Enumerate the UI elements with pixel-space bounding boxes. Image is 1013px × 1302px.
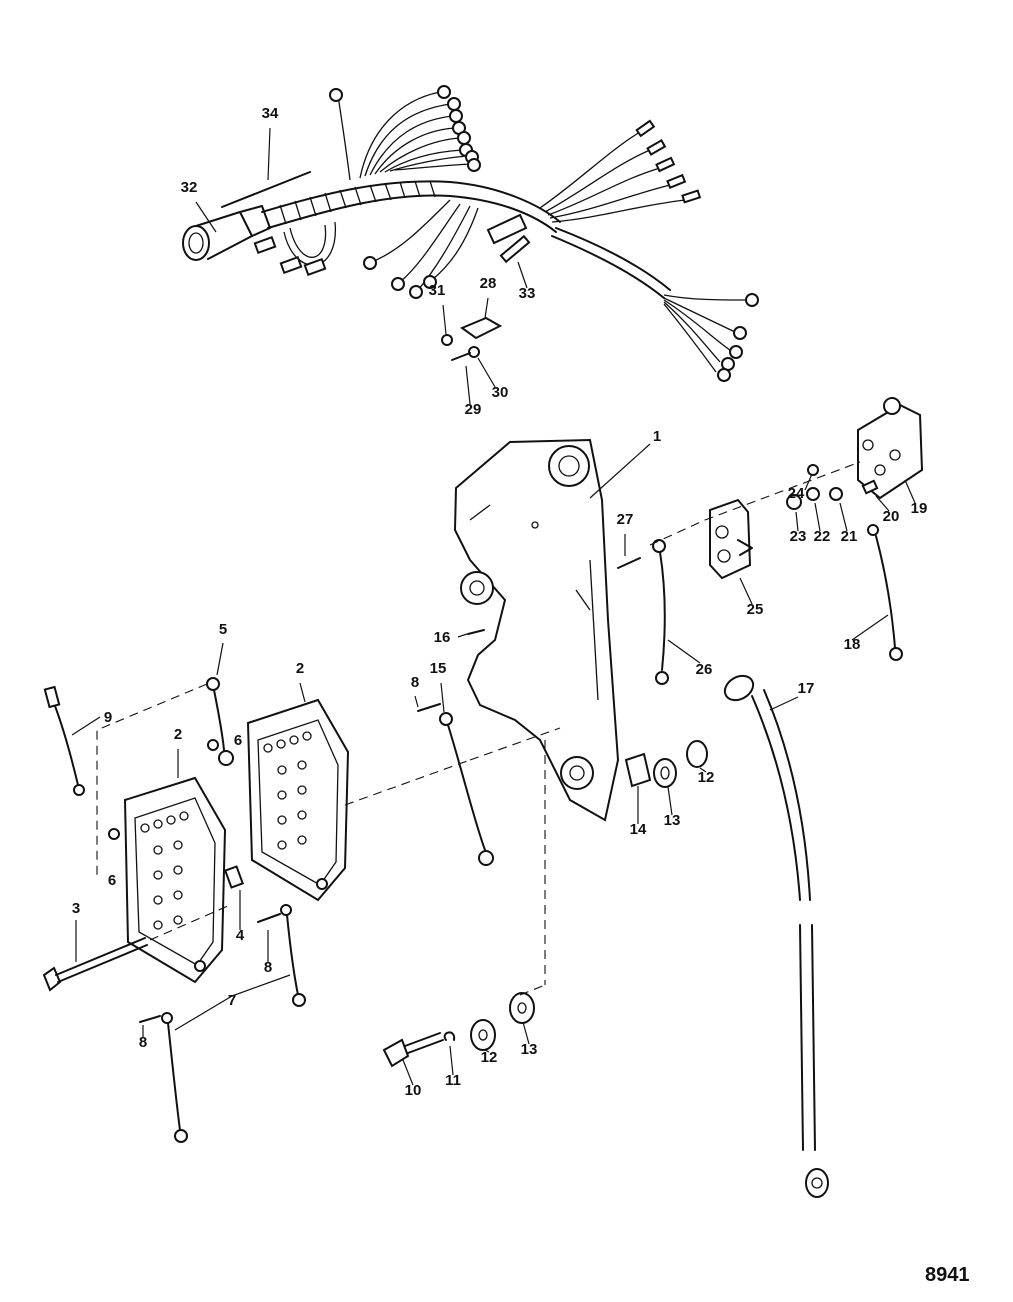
callout-16: 16 bbox=[434, 629, 451, 646]
clamp-bracket bbox=[441, 316, 503, 361]
callout-6a: 6 bbox=[234, 732, 242, 749]
callout-18: 18 bbox=[844, 636, 861, 653]
callout-27: 27 bbox=[617, 511, 634, 528]
figure-number: 8941 bbox=[925, 1264, 970, 1286]
callout-7: 7 bbox=[228, 992, 236, 1009]
callout-22: 22 bbox=[814, 528, 831, 545]
ground-strap bbox=[417, 703, 494, 866]
callout-30: 30 bbox=[492, 384, 509, 401]
callout-17: 17 bbox=[798, 680, 815, 697]
callout-10: 10 bbox=[405, 1082, 422, 1099]
spacer bbox=[224, 865, 244, 889]
cable-clamp bbox=[709, 498, 753, 580]
cable-tie bbox=[221, 171, 311, 208]
callout-34: 34 bbox=[262, 105, 279, 122]
washer bbox=[468, 346, 480, 358]
nut bbox=[108, 828, 120, 840]
callout-24: 24 bbox=[788, 485, 805, 502]
callout-5: 5 bbox=[219, 621, 227, 638]
callout-29: 29 bbox=[465, 401, 482, 418]
ground-strap bbox=[43, 685, 85, 796]
ground-strap bbox=[139, 1012, 188, 1143]
ground-lead bbox=[867, 524, 903, 661]
callout-28: 28 bbox=[480, 275, 497, 292]
callout-11: 11 bbox=[445, 1072, 461, 1089]
callout-12b: 12 bbox=[698, 769, 715, 786]
callout-33: 33 bbox=[519, 285, 536, 302]
screw bbox=[451, 352, 471, 361]
callout-8c: 8 bbox=[139, 1034, 147, 1051]
callout-25: 25 bbox=[747, 601, 764, 618]
screw bbox=[617, 557, 641, 569]
callout-21: 21 bbox=[841, 528, 858, 545]
callout-4: 4 bbox=[236, 927, 245, 944]
fuse-holder bbox=[499, 234, 531, 264]
long-screw bbox=[42, 937, 148, 992]
callout-2a: 2 bbox=[296, 660, 304, 677]
ground-strap bbox=[206, 677, 234, 766]
callout-23: 23 bbox=[790, 528, 807, 545]
battery-cable bbox=[723, 674, 829, 1198]
callout-13a: 13 bbox=[521, 1041, 538, 1058]
ground-strap bbox=[652, 539, 669, 685]
harness-trunk bbox=[261, 180, 561, 223]
mounting-plate bbox=[453, 438, 620, 822]
callout-1: 1 bbox=[653, 428, 661, 445]
callout-15: 15 bbox=[430, 660, 447, 677]
callout-14: 14 bbox=[630, 821, 647, 838]
wiring-harness bbox=[182, 85, 759, 382]
callout-32: 32 bbox=[181, 179, 198, 196]
callout-2b: 2 bbox=[174, 726, 182, 743]
solenoid-hardware bbox=[786, 464, 879, 510]
callout-13b: 13 bbox=[664, 812, 681, 829]
callout-8b: 8 bbox=[264, 959, 272, 976]
harness-connector-plug bbox=[182, 205, 271, 261]
callout-6b: 6 bbox=[108, 872, 116, 889]
callout-20: 20 bbox=[883, 508, 900, 525]
mount-hardware bbox=[624, 740, 708, 788]
screw bbox=[467, 629, 485, 635]
callout-19: 19 bbox=[911, 500, 928, 517]
callout-26: 26 bbox=[696, 661, 713, 678]
callout-3: 3 bbox=[72, 900, 80, 917]
switch-box-rear bbox=[246, 698, 350, 902]
callout-31: 31 bbox=[429, 282, 446, 299]
mount-bolt-hardware bbox=[382, 992, 535, 1068]
starter-solenoid bbox=[857, 397, 924, 500]
callout-8a: 8 bbox=[411, 674, 419, 691]
ground-strap bbox=[257, 904, 306, 1007]
nut bbox=[441, 334, 453, 346]
callout-labels: 1223456678889101112121313141516171819202… bbox=[72, 105, 928, 1099]
callout-12a: 12 bbox=[481, 1049, 498, 1066]
leader-lines bbox=[71, 127, 916, 1086]
switch-box-front bbox=[123, 776, 227, 984]
nut bbox=[207, 739, 219, 751]
callout-9: 9 bbox=[104, 709, 112, 726]
